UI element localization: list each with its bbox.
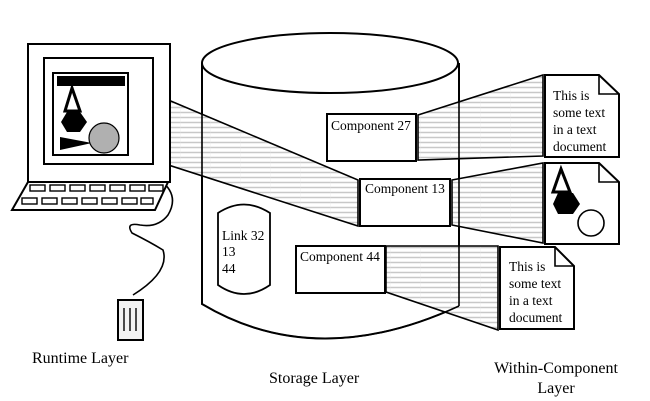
link-capsule[interactable]: Link 32 13 44 xyxy=(217,203,271,295)
component-27-label: Component 27 xyxy=(331,118,411,133)
doc2-line-1: This is xyxy=(509,259,545,274)
triangle-icon xyxy=(550,164,573,194)
within-component-layer-label-line-1: Within-Component xyxy=(494,360,618,377)
projection-band-c13-to-doc2 xyxy=(451,162,544,244)
cylinder-bottom-edge xyxy=(201,303,460,340)
keyboard-keys xyxy=(21,184,164,205)
image-document[interactable] xyxy=(544,162,620,245)
screen-title-bar xyxy=(57,76,125,86)
link-line-2: 13 xyxy=(222,244,236,259)
component-44-label: Component 44 xyxy=(300,249,380,264)
link-line-1: Link 32 xyxy=(222,228,264,243)
screen-triangle-icon xyxy=(62,83,83,113)
component-27[interactable]: Component 27 xyxy=(326,113,417,162)
link-line-3: 44 xyxy=(222,261,236,276)
component-13[interactable]: Component 13 xyxy=(359,178,451,227)
doc1-line-3: in a text xyxy=(553,122,597,137)
storage-layer-label: Storage Layer xyxy=(269,370,360,387)
hexagon-icon xyxy=(553,193,580,214)
component-44[interactable]: Component 44 xyxy=(295,245,386,294)
mouse-cable xyxy=(129,179,174,296)
text-document-1[interactable]: This is some text in a text document xyxy=(544,74,620,158)
doc2-line-2: some text xyxy=(509,276,561,291)
projection-band-c27-to-doc1 xyxy=(417,73,544,161)
text-document-2[interactable]: This is some text in a text document xyxy=(499,246,575,330)
doc2-line-4: document xyxy=(509,310,562,325)
runtime-layer-label: Runtime Layer xyxy=(32,350,129,367)
screen-circle-icon xyxy=(88,122,120,154)
screen-wedge-icon xyxy=(60,137,92,150)
screen-hexagon-icon xyxy=(61,112,87,132)
component-13-label: Component 13 xyxy=(365,181,445,196)
circle-icon xyxy=(577,209,605,237)
within-component-layer-label-line-2: Layer xyxy=(537,380,575,397)
cylinder-top xyxy=(201,32,459,94)
doc2-line-3: in a text xyxy=(509,293,553,308)
computer xyxy=(10,43,174,341)
doc1-line-2: some text xyxy=(553,105,605,120)
doc1-line-4: document xyxy=(553,139,606,154)
doc1-line-1: This is xyxy=(553,88,589,103)
